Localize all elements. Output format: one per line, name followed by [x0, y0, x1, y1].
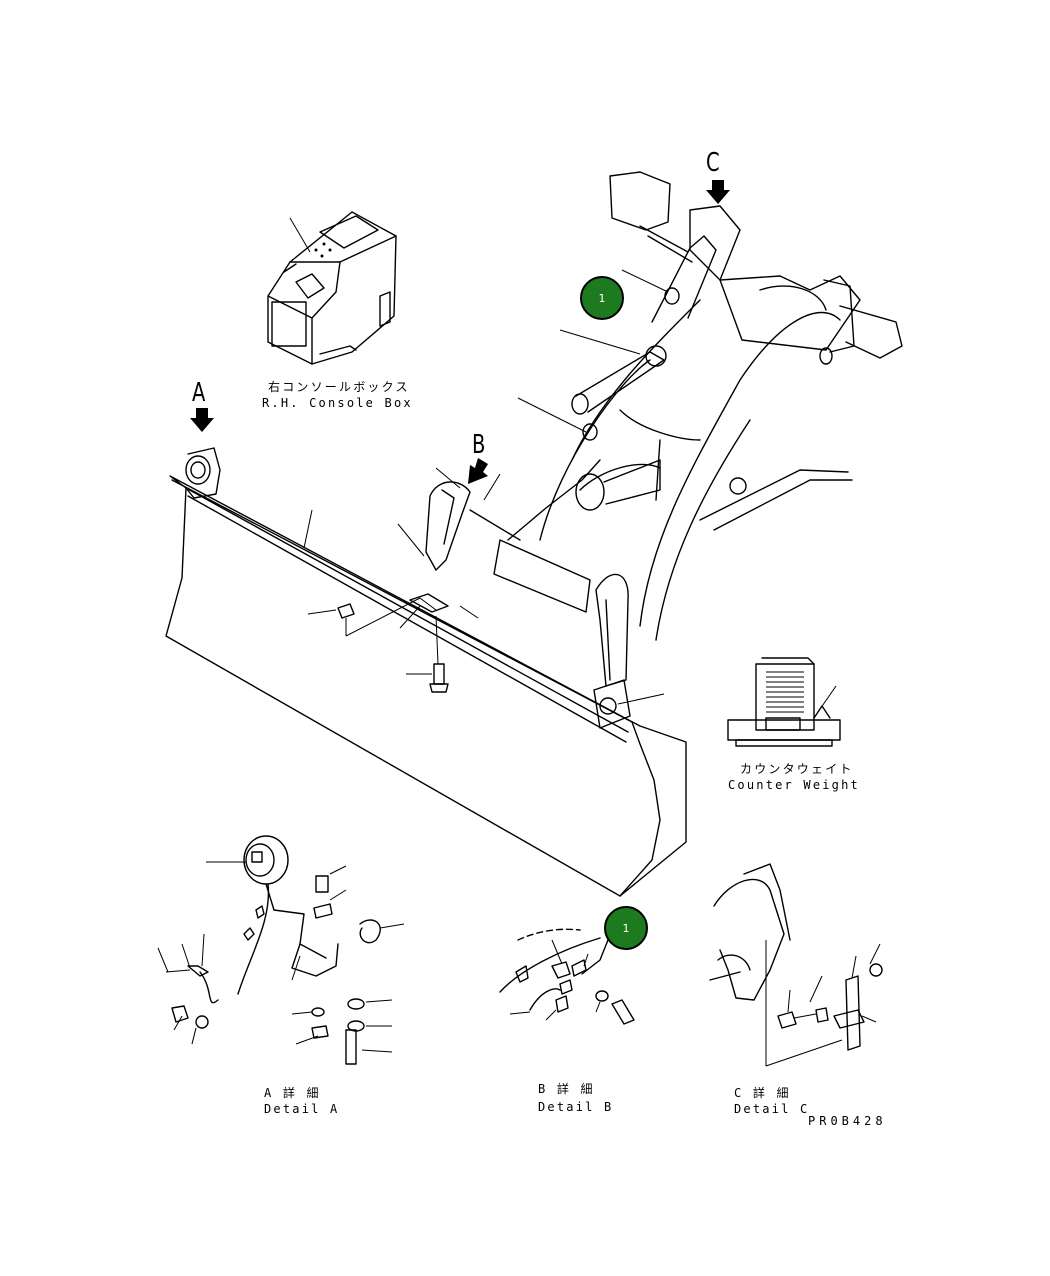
- counterweight-grille: [766, 671, 804, 713]
- arrow-c-label: C: [706, 148, 720, 178]
- counterweight-drawing: [727, 657, 841, 747]
- drawing-code: PR0B428: [808, 1114, 887, 1128]
- detail-a-label-jp: A 詳 細: [264, 1086, 321, 1100]
- arrow-b-marker: [468, 458, 488, 484]
- blade-drawing: [165, 447, 687, 897]
- arrow-c-marker: [706, 180, 730, 204]
- leader-lines: [303, 269, 669, 705]
- counterweight-label-jp: カウンタウェイト: [740, 762, 854, 776]
- lift-frame-drawing: [425, 171, 903, 687]
- detail-c-label-jp: C 詳 細: [734, 1086, 791, 1100]
- arrow-a-marker: [190, 408, 214, 432]
- detail-b-label-en: Detail B: [538, 1100, 614, 1114]
- arrow-a-label: A: [192, 378, 206, 408]
- counterweight-label-en: Counter Weight: [728, 778, 860, 792]
- detail-c-label-en: Detail C: [734, 1102, 810, 1116]
- detail-b-label-jp: B 詳 細: [538, 1082, 595, 1096]
- console-box-label-en: R.H. Console Box: [262, 396, 413, 410]
- console-box-label-jp: 右コンソールボックス: [268, 380, 410, 394]
- blade-hardware-drawing: [337, 593, 449, 693]
- detail-b-drawing: [499, 923, 635, 1025]
- callout-1-main[interactable]: 1: [580, 276, 624, 320]
- arrow-b-label: B: [472, 430, 486, 460]
- detail-a-label-en: Detail A: [264, 1102, 340, 1116]
- detail-c-drawing: [709, 863, 883, 1067]
- callout-1-detail-b[interactable]: 1: [604, 906, 648, 950]
- detail-a-drawing: [157, 835, 405, 1065]
- console-box-drawing: [267, 211, 397, 365]
